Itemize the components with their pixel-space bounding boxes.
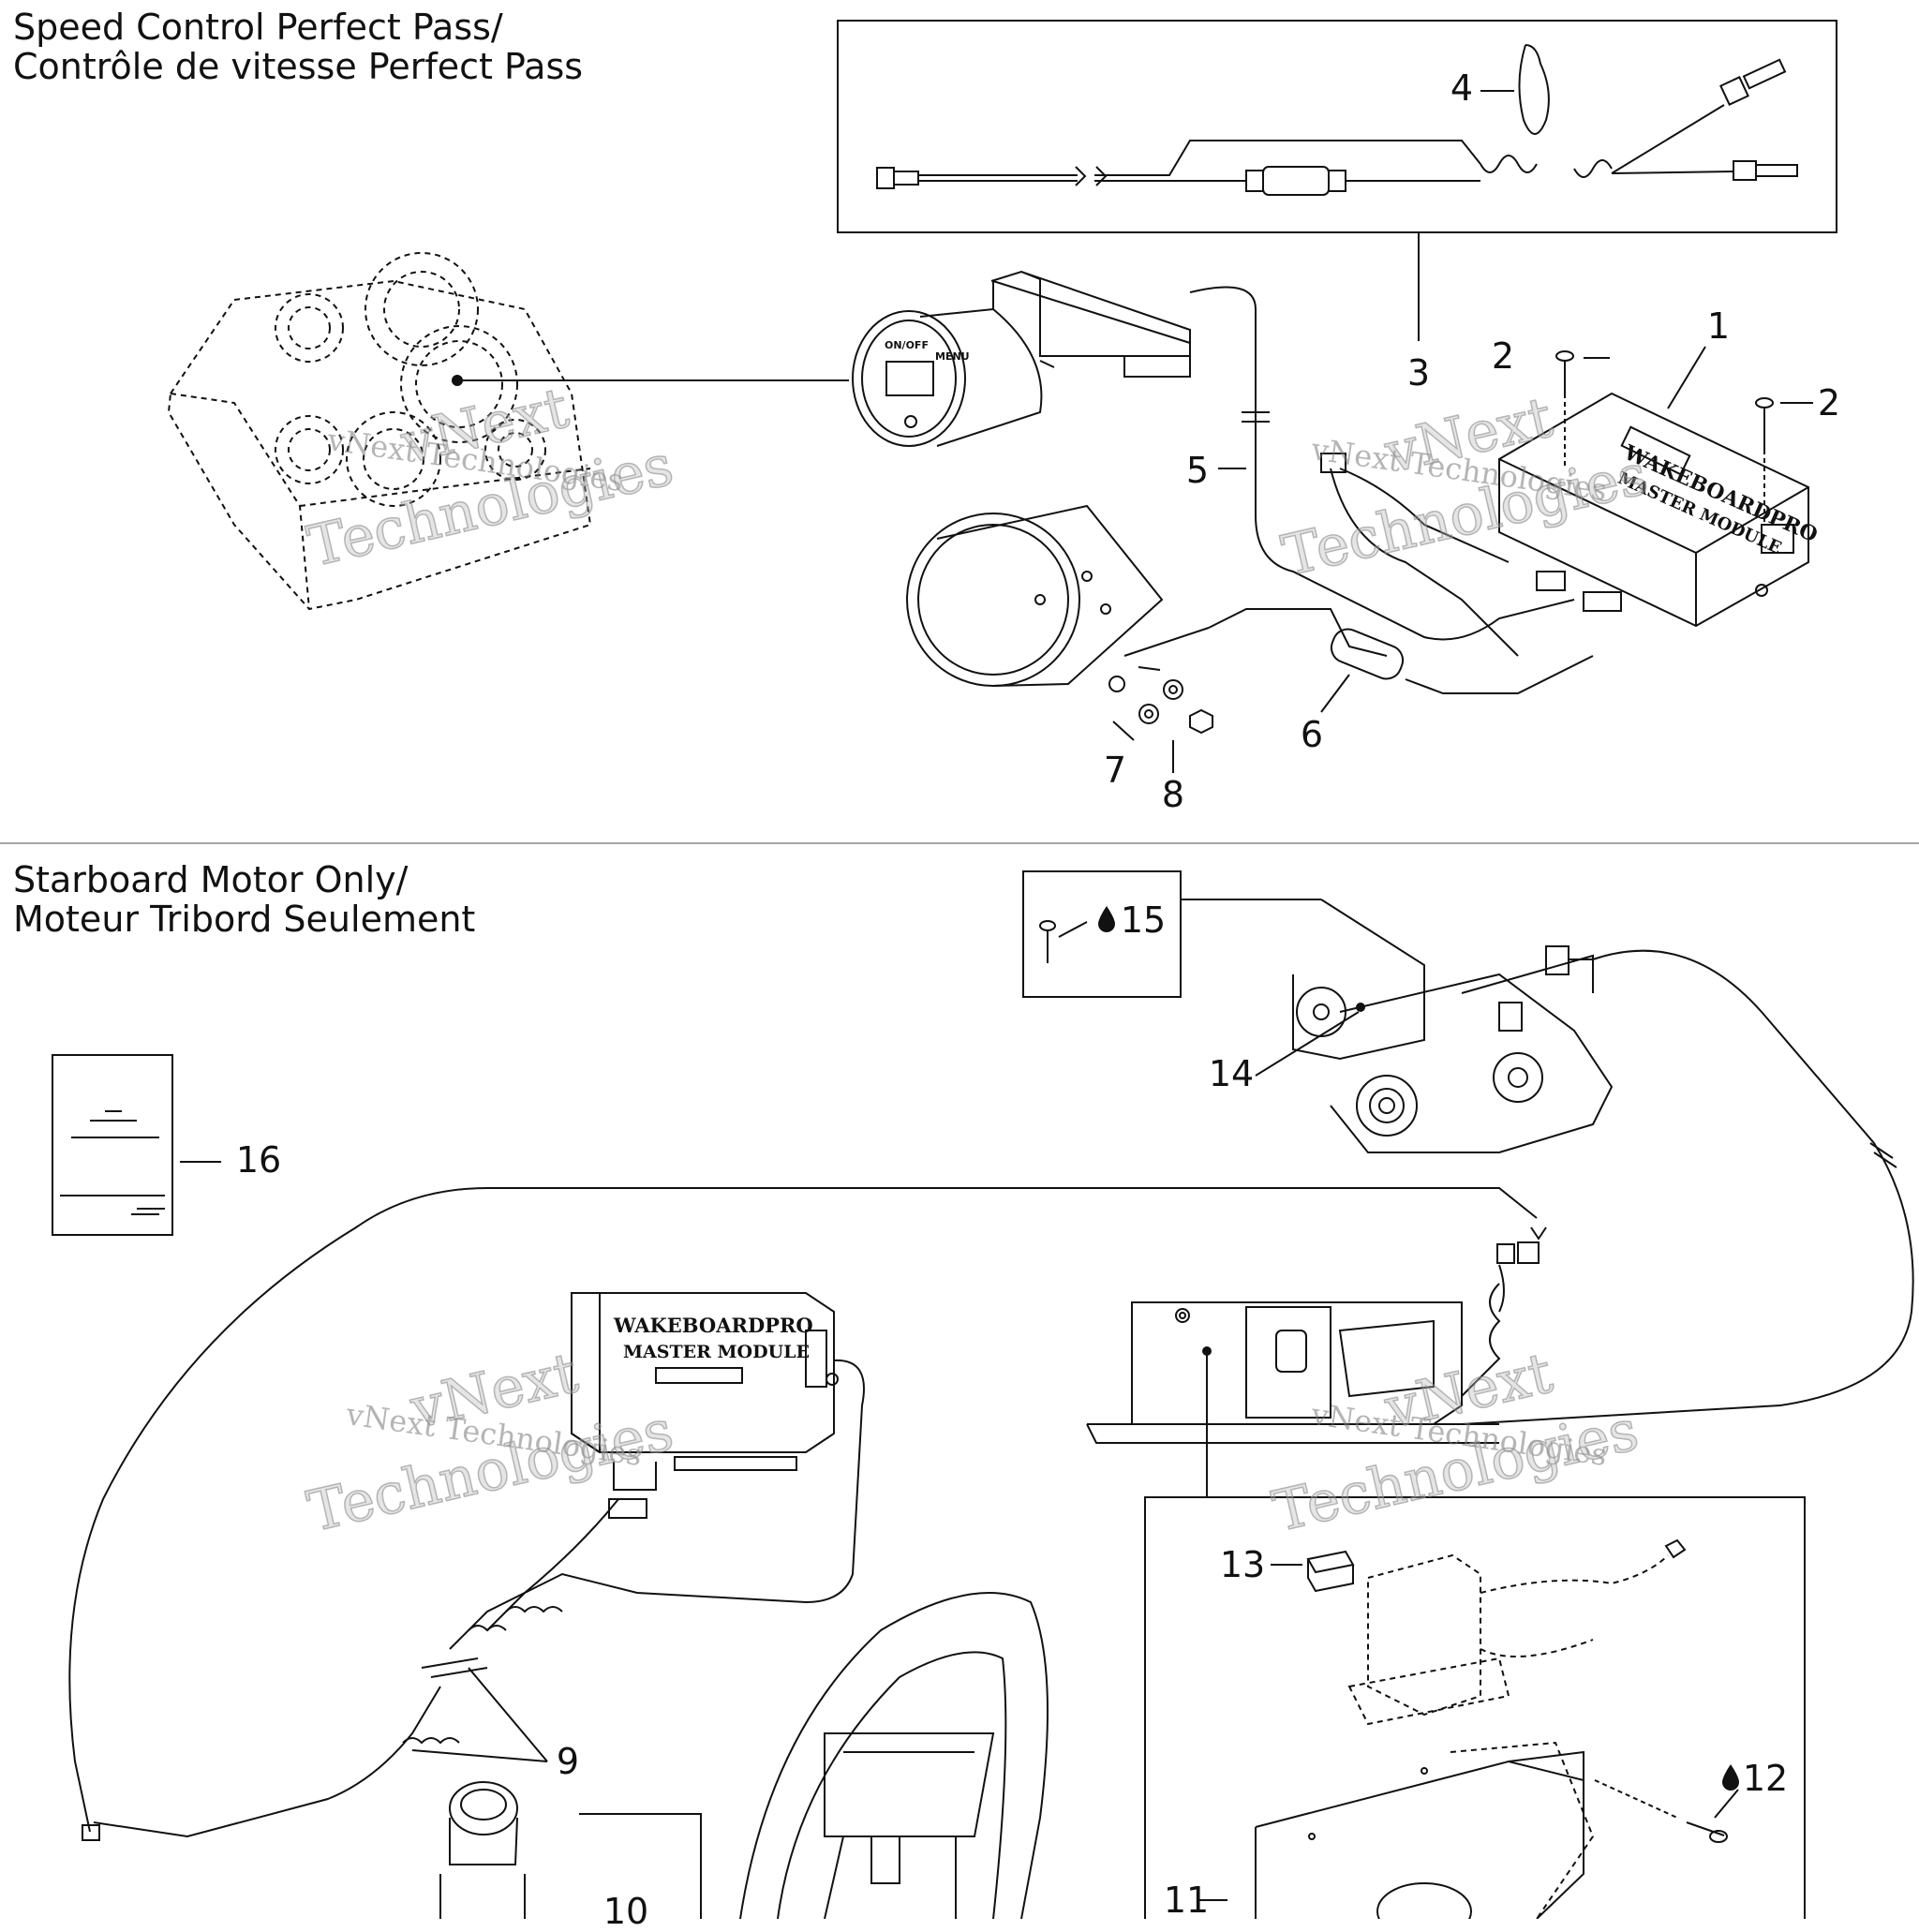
bracket-plate	[1255, 1750, 1584, 1919]
mount-bracket	[1086, 1283, 1501, 1444]
callout-12: 12	[1742, 1758, 1789, 1799]
module-bottom-brand: WAKEBOARDPRO	[614, 1314, 813, 1337]
callout-5: 5	[1185, 450, 1210, 491]
boat-outline	[739, 1592, 1049, 1919]
master-module-bottom	[571, 1292, 839, 1491]
bracket-inset-box	[1144, 1496, 1806, 1919]
callout-1: 1	[1706, 305, 1731, 347]
drop-icon	[1098, 906, 1115, 932]
callout-9: 9	[556, 1741, 580, 1782]
manual-document	[52, 1054, 173, 1236]
master-module-top	[1498, 392, 1809, 628]
callout-14: 14	[1208, 1053, 1255, 1094]
dashed-module	[1347, 1553, 1669, 1919]
callout-16: 16	[235, 1139, 282, 1181]
callout-15: 15	[1120, 899, 1167, 941]
module-bottom-master: MASTER MODULE	[623, 1342, 810, 1362]
top-section-title-line1: Speed Control Perfect Pass/	[13, 7, 503, 48]
screw-icon-15	[1039, 920, 1056, 963]
bottom-section-title-line2: Moteur Tribord Seulement	[13, 899, 476, 940]
bottom-section-title-line1: Starboard Motor Only/	[13, 859, 409, 900]
callout-2a: 2	[1491, 335, 1515, 377]
throttle-assembly	[1292, 899, 1914, 1425]
gauge-onoff-label: ON/OFF	[885, 339, 929, 351]
screw-icon-a	[1555, 350, 1574, 394]
dashboard-dashed	[167, 252, 592, 611]
item15-inset-box	[1022, 870, 1182, 998]
gauge-menu-label: MENU	[935, 350, 970, 363]
sensor-cap	[439, 1781, 526, 1919]
screw-icon-12	[1686, 1821, 1728, 1843]
callout-13: 13	[1219, 1544, 1266, 1585]
display-gauge	[852, 270, 1191, 447]
screw-icon-b	[1755, 397, 1774, 450]
callout-2b: 2	[1817, 382, 1841, 424]
callout-7: 7	[1103, 750, 1127, 791]
callout-4: 4	[1450, 67, 1474, 109]
drop-icon	[1722, 1764, 1739, 1791]
speed-gauge	[906, 504, 1594, 694]
callout-3: 3	[1406, 352, 1431, 394]
top-section-title-line2: Contrôle de vitesse Perfect Pass	[13, 46, 584, 87]
callout-11: 11	[1163, 1880, 1210, 1921]
callout-8: 8	[1161, 774, 1185, 815]
harness-inset-box	[837, 20, 1837, 341]
callout-6: 6	[1300, 714, 1324, 755]
callout-10: 10	[602, 1891, 649, 1932]
